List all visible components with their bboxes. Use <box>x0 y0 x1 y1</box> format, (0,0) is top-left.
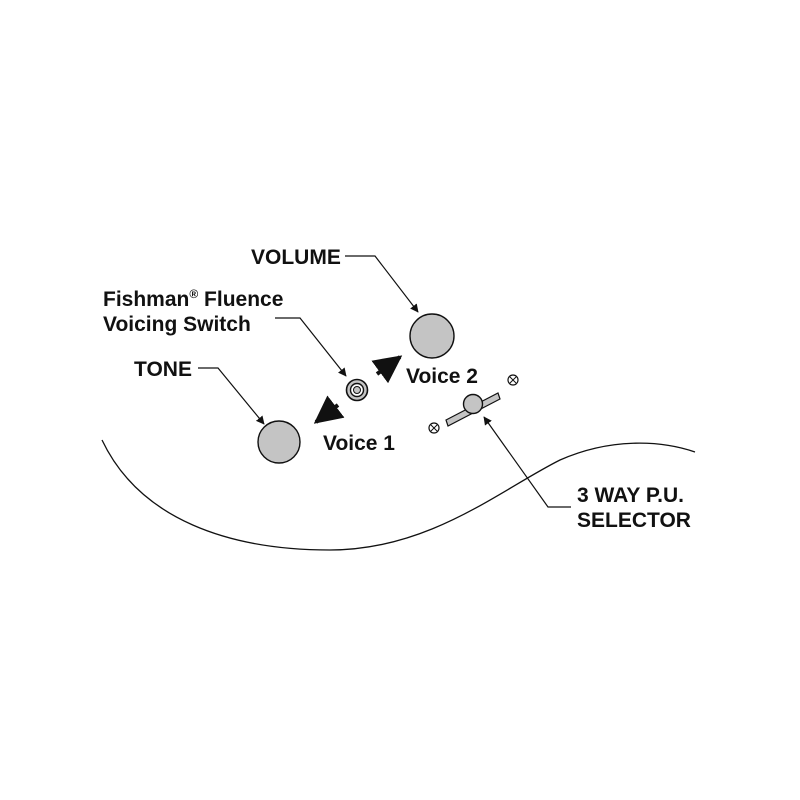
tone-knob[interactable] <box>257 420 301 464</box>
pickup-selector[interactable] <box>445 392 501 427</box>
voicing-switch-leader <box>275 317 347 377</box>
voice1-label: Voice 1 <box>323 432 395 455</box>
screw-icon <box>428 422 440 434</box>
screw-icon <box>507 374 519 386</box>
fishman-label-line1: Fishman® Fluence <box>103 287 283 311</box>
selector-leader <box>483 416 571 508</box>
guitar-body-outline <box>101 439 696 551</box>
fishman-label-line2: Voicing Switch <box>103 313 251 336</box>
tone-leader <box>198 367 265 425</box>
selector-label-line2: SELECTOR <box>577 509 691 532</box>
voicing-switch[interactable] <box>345 378 369 402</box>
volume-leader <box>345 255 419 313</box>
tone-label: TONE <box>134 358 192 381</box>
voice1-arrow <box>313 395 345 424</box>
voice2-arrow <box>371 355 403 384</box>
volume-label: VOLUME <box>251 246 341 269</box>
volume-knob[interactable] <box>409 313 455 359</box>
selector-label-line1: 3 WAY P.U. <box>577 484 684 507</box>
voice2-label: Voice 2 <box>406 365 478 388</box>
